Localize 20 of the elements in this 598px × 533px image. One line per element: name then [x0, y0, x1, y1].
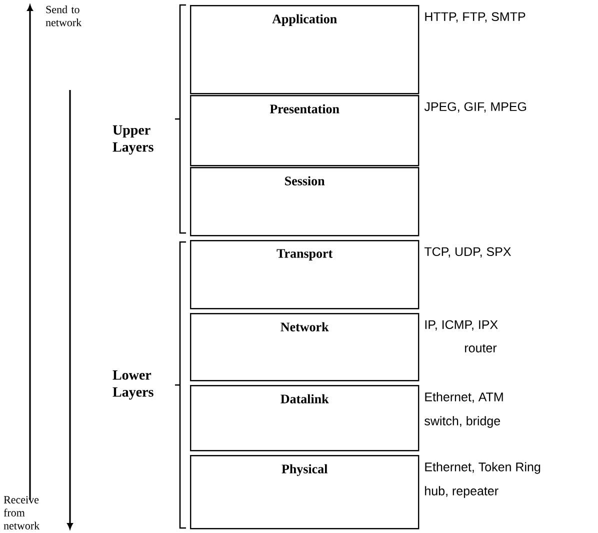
protocol-text: hub, repeater: [425, 486, 498, 498]
layer-box: Physical: [190, 455, 420, 530]
protocol-text: switch, bridge: [424, 416, 500, 428]
direction-label: Send to network: [46, 6, 82, 26]
protocol-text: Ethernet, Token Ring: [425, 462, 540, 474]
protocol-text: router: [465, 344, 497, 352]
layer-box: Application: [190, 5, 420, 94]
protocol-text: TCP, UDP, SPX: [424, 247, 511, 258]
layer-box: Datalink: [190, 384, 420, 452]
group-label: Lower Layers: [112, 370, 154, 400]
layer-box: Presentation: [190, 95, 420, 166]
layer-box: Session: [190, 167, 420, 236]
protocol-text: Ethernet, ATM: [425, 392, 503, 403]
protocol-text: HTTP, FTP, SMTP: [425, 12, 526, 23]
group-label: Upper Layers: [112, 125, 154, 155]
direction-label: Receive from network: [4, 496, 40, 530]
layer-box: Network: [190, 313, 420, 382]
protocol-text: JPEG, GIF, MPEG: [424, 102, 526, 113]
layer-box: Transport: [190, 240, 420, 310]
protocol-text: IP, ICMP, IPX: [425, 320, 498, 331]
